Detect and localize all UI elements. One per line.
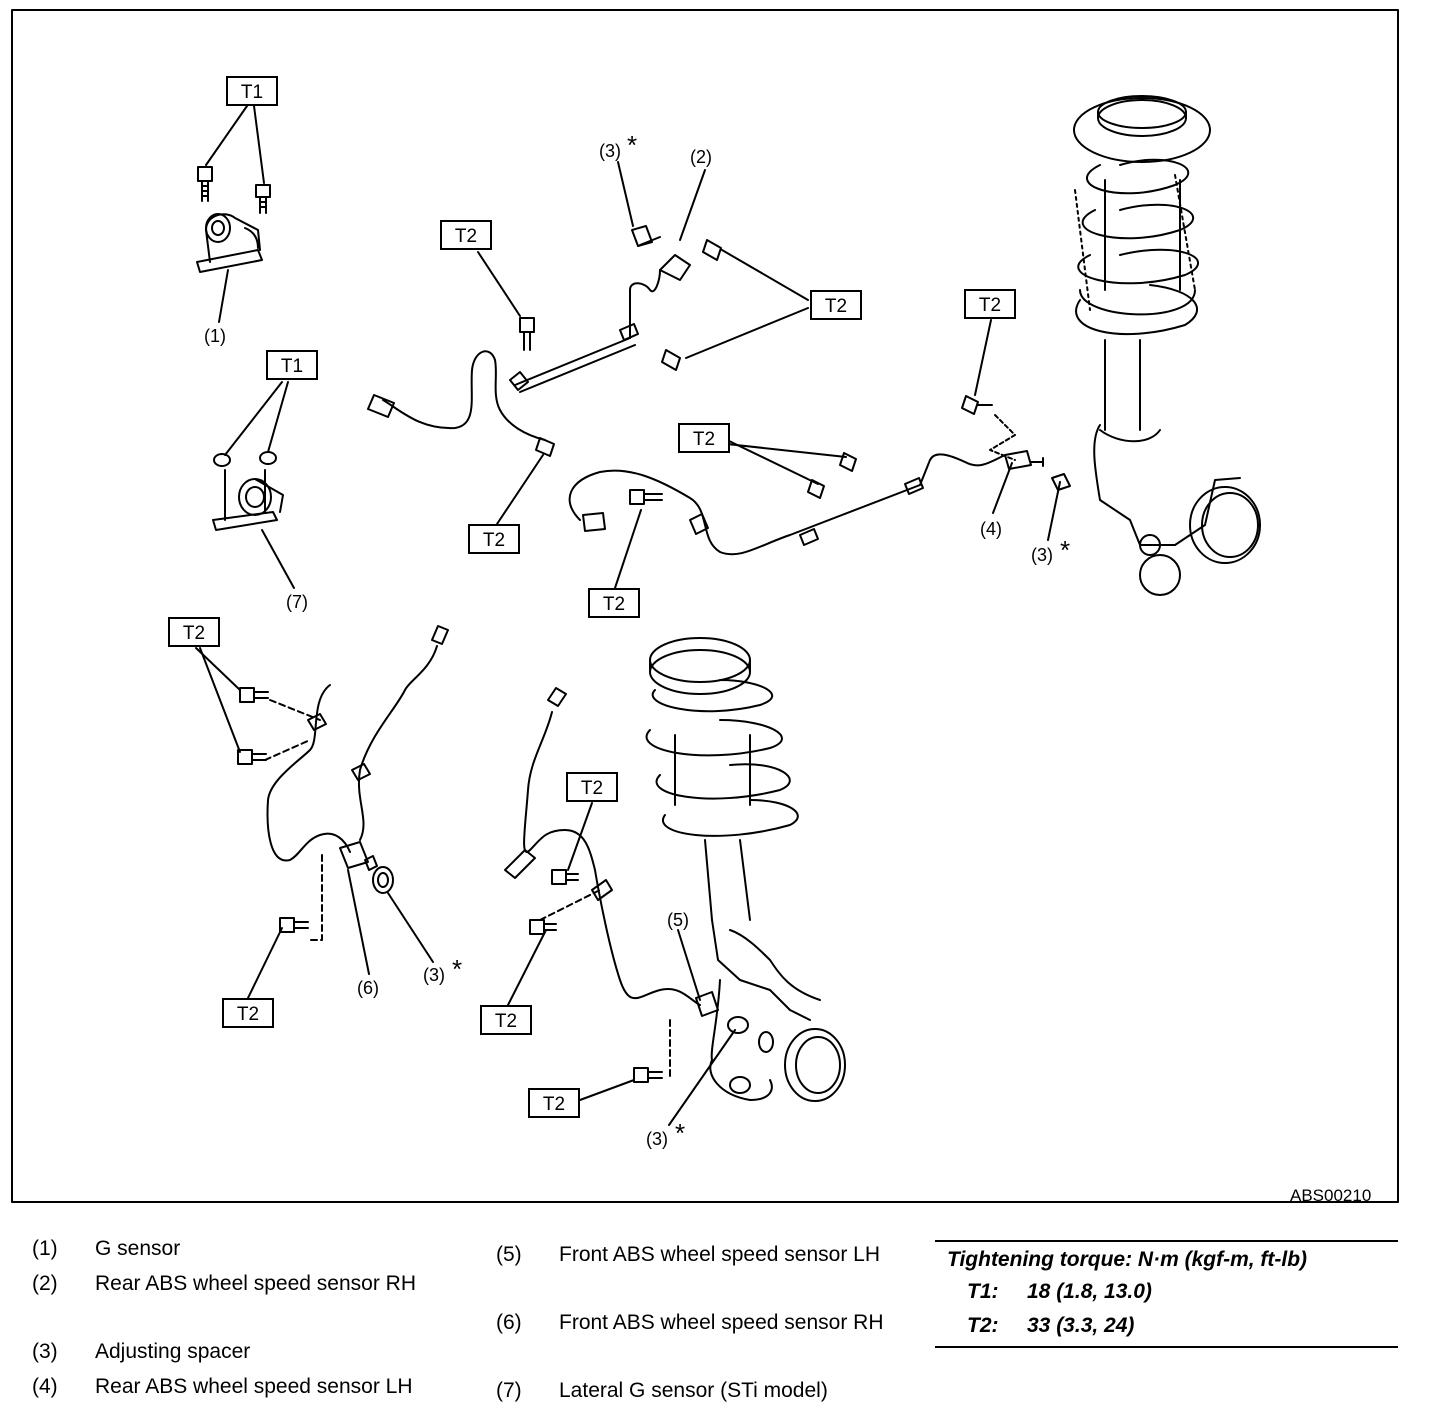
legend-number: (6) [496, 1311, 522, 1334]
callout-3: (3) [599, 141, 621, 161]
torque-tag-t2: T2 [810, 290, 862, 320]
legend-text: Lateral G sensor (STi model) [559, 1379, 828, 1402]
front-lh-harness [504, 687, 749, 1083]
torque-tag-t2: T2 [468, 524, 520, 554]
torque-tag-t2: T2 [964, 289, 1016, 319]
g-sensor-part [196, 213, 263, 273]
callout-3: (3) [646, 1129, 668, 1149]
legend-number: (3) [32, 1340, 58, 1363]
legend-item: (6) Front ABS wheel speed sensor RH [496, 1310, 916, 1366]
torque-tag-t1: T1 [226, 76, 278, 106]
callout-7: (7) [286, 592, 308, 612]
callout-2: (2) [690, 147, 712, 167]
asterisk-mark: * [627, 130, 638, 160]
callout-1: (1) [204, 326, 226, 346]
legend-item: (5) Front ABS wheel speed sensor LH [496, 1242, 916, 1298]
diagram-frame [11, 9, 1399, 1203]
legend-text: Front ABS wheel speed sensor LH [559, 1243, 881, 1266]
legend-item: (2) Rear ABS wheel speed sensor RH [32, 1271, 452, 1327]
torque-tag-t2: T2 [168, 617, 220, 647]
figure-code: ABS00210 [1290, 1186, 1372, 1205]
legend-item: (4) Rear ABS wheel speed sensor LH [32, 1374, 472, 1404]
legend-text: Rear ABS wheel speed sensor RH [95, 1272, 416, 1295]
torque-tag-t1: T1 [266, 350, 318, 380]
legend-item: (3) Adjusting spacer [32, 1339, 452, 1369]
torque-tag-t2: T2 [588, 588, 640, 618]
legend-number: (4) [32, 1375, 58, 1398]
callout-6: (6) [357, 978, 379, 998]
tightening-torque-table: Tightening torque: N·m (kgf-m, ft-lb) T1… [935, 1240, 1398, 1348]
legend-item: (1) G sensor [32, 1236, 452, 1266]
legend-number: (7) [496, 1379, 522, 1402]
rear-lh-harness [568, 395, 1071, 556]
callout-3: (3) [423, 965, 445, 985]
legend-item: (7) Lateral G sensor (STi model) [496, 1378, 916, 1408]
callout-3: (3) [1031, 545, 1053, 565]
callout-4: (4) [980, 519, 1002, 539]
torque-row-key: T2: [967, 1314, 999, 1337]
g-sensor-bolts [197, 166, 271, 214]
asterisk-mark: * [1060, 535, 1071, 565]
front-strut-assembly [645, 637, 846, 1102]
legend-text: Front ABS wheel speed sensor RH [559, 1311, 884, 1334]
rear-rh-harness [367, 225, 722, 457]
legend-text: G sensor [95, 1237, 181, 1260]
callout-5: (5) [667, 910, 689, 930]
torque-tag-t2: T2 [480, 1005, 532, 1035]
legend-text: Adjusting spacer [95, 1340, 251, 1363]
torque-tag-t2: T2 [528, 1088, 580, 1118]
torque-row-key: T1: [967, 1280, 999, 1303]
torque-tag-t2: T2 [222, 998, 274, 1028]
torque-row-value: 33 (3.3, 24) [1027, 1314, 1135, 1337]
legend-number: (5) [496, 1243, 522, 1266]
asterisk-mark: * [452, 954, 463, 984]
legend-text: Rear ABS wheel speed sensor LH [95, 1375, 413, 1398]
legend-number: (2) [32, 1272, 58, 1295]
lateral-g-sensor-part [212, 451, 284, 531]
torque-tag-t2: T2 [678, 423, 730, 453]
rear-strut-assembly [1073, 95, 1261, 596]
front-rh-harness [237, 625, 449, 941]
torque-tag-t2: T2 [440, 220, 492, 250]
legend-number: (1) [32, 1237, 58, 1260]
asterisk-mark: * [675, 1118, 686, 1148]
torque-table-title: Tightening torque: N·m (kgf-m, ft-lb) [947, 1248, 1308, 1271]
torque-row-value: 18 (1.8, 13.0) [1027, 1280, 1152, 1303]
torque-tag-t2: T2 [566, 772, 618, 802]
